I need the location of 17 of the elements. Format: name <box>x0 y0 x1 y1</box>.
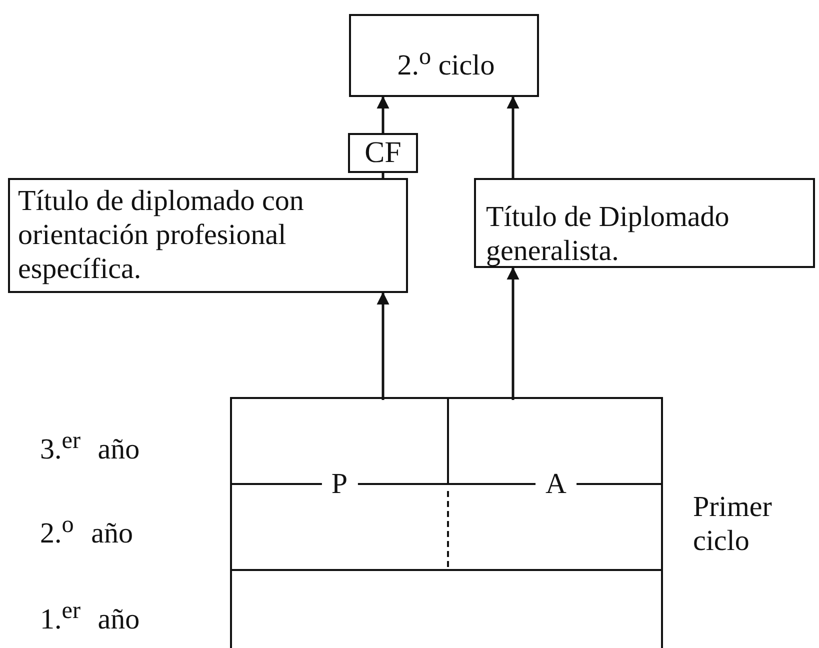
year-label: 2.$^{o}$ año <box>40 510 134 551</box>
box-text: Título de Diplomado generalista. <box>486 200 730 268</box>
arrow <box>376 96 390 134</box>
stage-box <box>348 133 418 173</box>
stage-box <box>349 14 539 97</box>
year-label: 3.$^{er}$ año <box>40 426 141 467</box>
arrow <box>376 292 390 400</box>
arrow <box>506 96 520 179</box>
box-text: Título de diplomado con orientación profesional específica. <box>18 184 305 286</box>
cycle-label: Primer ciclo <box>693 490 773 558</box>
box-text: CF <box>364 136 402 170</box>
year-label: 1.$^{er}$ año <box>40 596 141 637</box>
arrow <box>506 267 520 400</box>
stage-box <box>8 178 408 293</box>
box-text: 2.$^{o}$ ciclo <box>396 42 496 83</box>
stage-box <box>474 178 815 268</box>
course-block <box>230 397 663 648</box>
